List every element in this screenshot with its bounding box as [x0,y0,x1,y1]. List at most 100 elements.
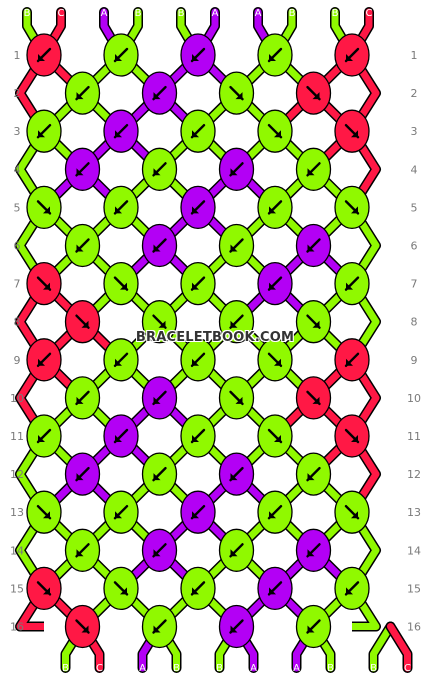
knot [103,261,139,306]
knot [103,414,139,458]
knot [26,414,62,458]
arrow-down-left-icon [75,543,90,558]
thread-letter-top: A [212,8,219,19]
arrow-down-left-icon [36,428,52,444]
row-number-left: 8 [14,316,21,329]
knot [180,261,216,306]
arrow-down-left-icon [306,238,321,253]
knot [64,223,101,268]
knot [141,223,178,268]
knot [64,300,101,344]
row-number-left: 14 [10,544,24,557]
arrow-down-left-icon [36,123,52,139]
thread-letter-top: A [255,8,262,19]
row-number-left: 3 [14,125,21,138]
knot [334,414,370,458]
arrow-down-left-icon [306,162,321,177]
arrow-down-left-icon [75,466,90,482]
knot [64,452,101,496]
knot [180,490,216,534]
arrow-down-right-icon [36,200,52,215]
thread-letter-bottom: B [62,663,69,674]
arrow-down-left-icon [75,238,90,253]
arrow-down-left-icon [229,466,244,482]
row-number-left: 16 [10,621,24,634]
row-number-right: 8 [411,316,418,329]
arrow-down-right-icon [306,314,321,329]
arrow-down-left-icon [152,162,167,177]
knot [334,338,370,382]
knot [295,147,332,191]
knot [64,147,101,191]
knot [218,452,255,496]
arrow-down-left-icon [306,466,321,482]
row-number-left: 5 [14,201,21,214]
row-number-right: 11 [407,430,421,443]
row-number-left: 15 [10,582,24,595]
knot [257,490,293,534]
knot [218,604,255,649]
row-number-left: 1 [14,49,21,62]
row-number-right: 9 [411,354,418,367]
knot [180,566,216,611]
knot [334,109,370,153]
row-number-right: 10 [407,392,421,405]
knot [103,109,139,153]
arrow-down-right-icon [306,390,321,406]
knot [257,109,293,153]
arrow-down-left-icon [267,47,283,63]
arrow-down-right-icon [306,85,321,101]
knot [180,414,216,458]
arrow-down-left-icon [190,47,206,63]
thread-letter-top: A [101,8,108,19]
row-number-left: 7 [14,278,21,291]
knot [295,223,332,268]
arrow-down-left-icon [152,390,167,406]
knot [103,490,139,534]
row-number-left: 11 [10,430,24,443]
row-number-right: 7 [411,278,418,291]
arrow-down-left-icon [267,200,283,215]
arrow-down-left-icon [229,543,244,558]
knot [334,261,370,306]
knot [295,452,332,496]
thread-letter-bottom: A [250,663,257,674]
thread-letter-top: C [366,8,373,19]
row-number-right: 2 [411,87,418,100]
arrow-down-left-icon [190,581,206,596]
knot [295,604,332,649]
arrow-down-left-icon [190,428,206,444]
arrow-down-right-icon [267,123,283,139]
watermark: BRACELETBOOK.COM [135,330,295,345]
arrow-down-left-icon [344,47,360,63]
arrow-down-right-icon [36,276,52,291]
knot [257,185,293,230]
knot [257,33,293,77]
knot [141,71,178,115]
arrow-down-left-icon [344,581,360,596]
thread-letter-bottom: C [96,663,103,674]
arrow-down-right-icon [344,200,360,215]
knot [218,71,255,115]
arrow-down-right-icon [267,428,283,444]
row-number-right: 3 [411,125,418,138]
arrow-down-left-icon [113,428,129,444]
thread-bottom-end [387,623,411,672]
arrow-down-right-icon [229,390,244,406]
arrow-down-left-icon [306,619,321,634]
knot [218,147,255,191]
arrow-down-right-icon [229,85,244,101]
knot [295,528,332,572]
arrow-down-left-icon [113,505,129,520]
knot [334,566,370,611]
arrow-down-left-icon [267,581,283,596]
thread-letter-top: C [58,8,65,19]
knot [334,185,370,230]
row-number-left: 9 [14,354,21,367]
arrow-down-right-icon [75,314,90,329]
knot [64,528,101,572]
thread-letter-bottom: A [293,663,300,674]
arrow-down-left-icon [113,200,129,215]
thread-letter-bottom: B [370,663,377,674]
